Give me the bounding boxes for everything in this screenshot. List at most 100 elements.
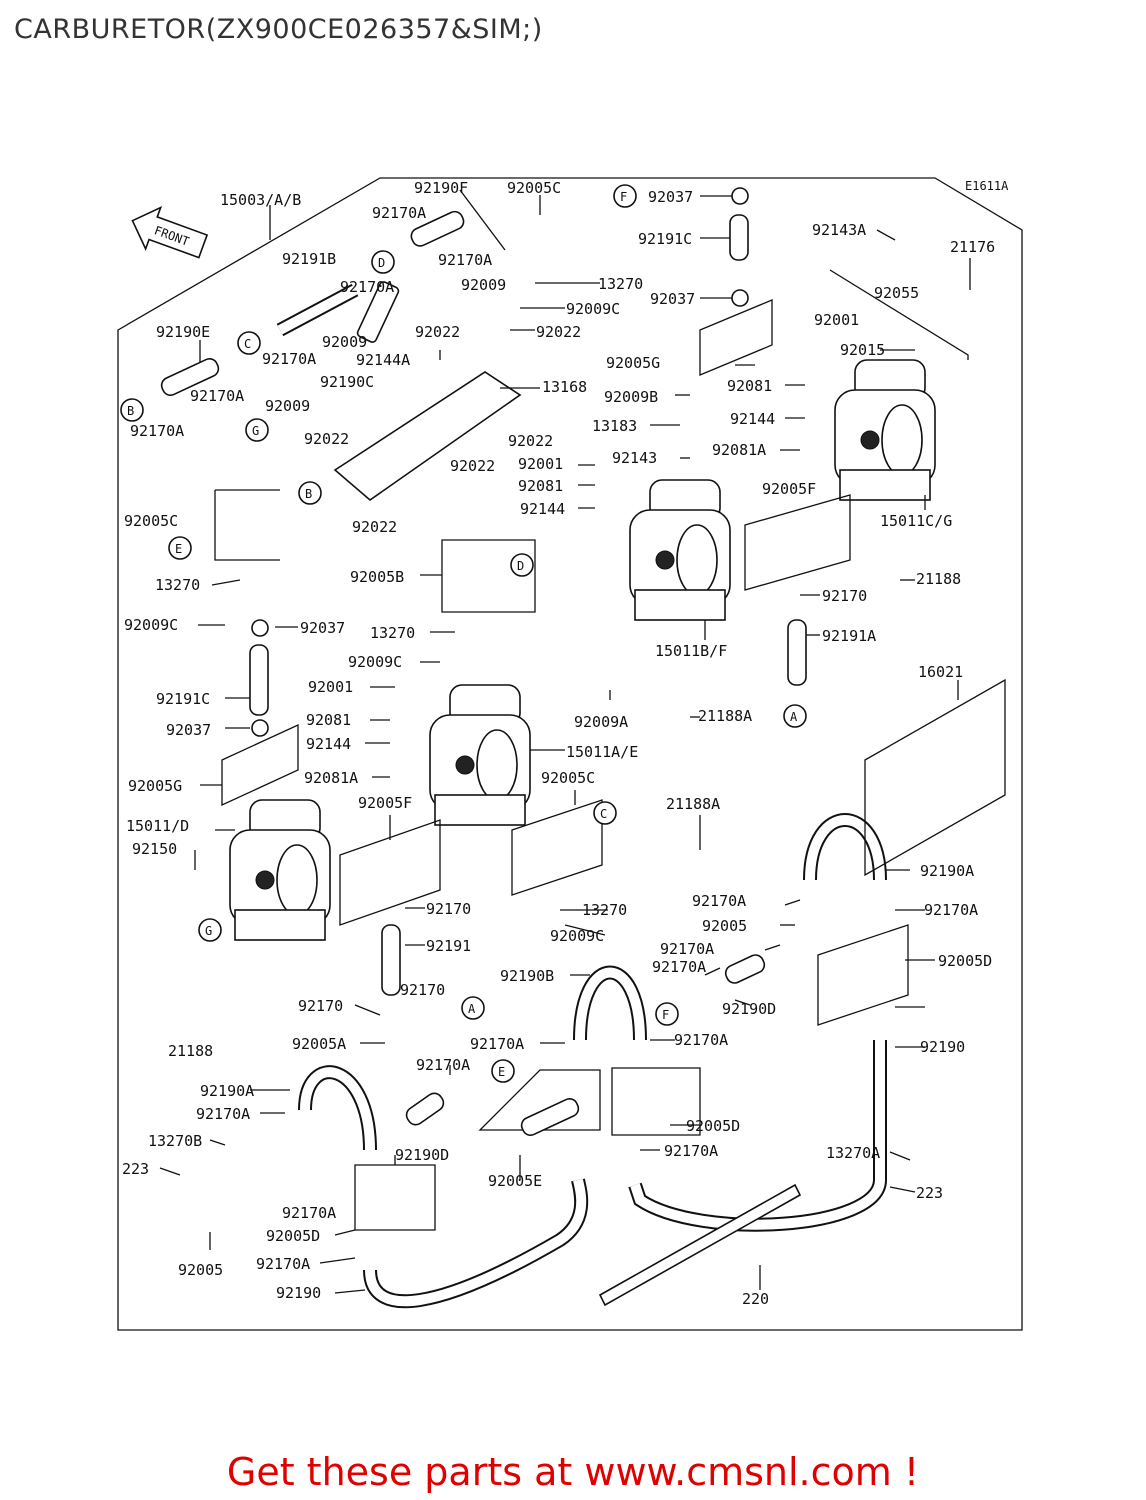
marker-letter: A (790, 710, 798, 724)
label: 13270 (598, 275, 643, 293)
label: 223 (122, 1160, 149, 1178)
label: 92191 (426, 937, 471, 955)
label: 92001 (308, 678, 353, 696)
bracket-plate (333, 371, 522, 502)
label: 92144A (356, 351, 410, 369)
label: 92005D (266, 1227, 320, 1245)
footer-link[interactable]: Get these parts at www.cmsnl.com ! (226, 1450, 920, 1494)
label: 92144 (520, 500, 565, 518)
page-title: CARBURETOR(ZX900CE026357&SIM;) (14, 14, 543, 45)
label: 92170 (298, 997, 343, 1015)
marker-letter: C (244, 337, 251, 351)
hose-92190-right-inner (630, 1040, 885, 1230)
label: 92009 (322, 333, 367, 351)
marker-letter: D (517, 559, 524, 573)
label: 92009C (566, 300, 620, 318)
label: 92005B (350, 568, 404, 586)
label: 92170A (372, 204, 426, 222)
label: 92191A (822, 627, 876, 645)
hose-92190-bottom-inner (365, 1178, 587, 1307)
label: 92005F (358, 794, 412, 812)
label: 15011/D (126, 817, 189, 835)
label: 92170A (692, 892, 746, 910)
label: 92170A (438, 251, 492, 269)
label: 92022 (450, 457, 495, 475)
label: 92037 (166, 721, 211, 739)
label: 92022 (536, 323, 581, 341)
label: 92190D (395, 1146, 449, 1164)
label: 21188A (698, 707, 752, 725)
label: 13270 (582, 901, 627, 919)
label: 13270 (370, 624, 415, 642)
rail-220 (598, 1183, 802, 1307)
label: 92170A (262, 350, 316, 368)
label: 92190C (320, 373, 374, 391)
label: 92170A (674, 1031, 728, 1049)
marker-letter: C (600, 807, 607, 821)
label: 92081A (304, 769, 358, 787)
label: 92190A (200, 1082, 254, 1100)
label: 92009 (265, 397, 310, 415)
diagram-frame (117, 177, 1023, 1331)
label: 92009B (604, 388, 658, 406)
part-labels: 15003/A/B 92190F 92005C 92037 92170A 921… (122, 179, 995, 1308)
marker-letter: E (175, 542, 182, 556)
label: 92005C (507, 179, 561, 197)
label: 92190D (722, 1000, 776, 1018)
label: 92005 (702, 917, 747, 935)
label: 13168 (542, 378, 587, 396)
label: 92191C (156, 690, 210, 708)
marker-letter: F (620, 190, 627, 204)
label: 92081A (712, 441, 766, 459)
diagram-code: E1611A (965, 179, 1009, 193)
label: 92005G (128, 777, 182, 795)
label: 92170A (256, 1255, 310, 1273)
label: 92005E (488, 1172, 542, 1190)
label: 92081 (727, 377, 772, 395)
label: 92055 (874, 284, 919, 302)
label: 92170A (652, 958, 706, 976)
marker-letter: F (662, 1008, 669, 1022)
label: 13270A (826, 1144, 880, 1162)
label: 92170A (470, 1035, 524, 1053)
label: 92190 (276, 1284, 321, 1302)
small-parts (160, 187, 807, 1137)
label: 15003/A/B (220, 191, 301, 209)
label: 92005F (762, 480, 816, 498)
reference-markers (120, 184, 807, 1083)
label: 92170A (664, 1142, 718, 1160)
label: 92005C (124, 512, 178, 530)
label: 92037 (648, 188, 693, 206)
label: 92170A (282, 1204, 336, 1222)
label: 92022 (304, 430, 349, 448)
label: 92170A (340, 278, 394, 296)
carburetor-1 (229, 799, 331, 941)
label: 92022 (508, 432, 553, 450)
label: 92005G (606, 354, 660, 372)
label: 92170 (426, 900, 471, 918)
label: 92009C (550, 927, 604, 945)
label: 92190B (500, 967, 554, 985)
label: 92170A (660, 940, 714, 958)
label: 21188A (666, 795, 720, 813)
label: 13183 (592, 417, 637, 435)
label: 92144 (730, 410, 775, 428)
label: 92005D (938, 952, 992, 970)
label: 92170 (400, 981, 445, 999)
marker-letter: G (252, 424, 259, 438)
label: 92170A (130, 422, 184, 440)
label: 92001 (814, 311, 859, 329)
label: 21188 (916, 570, 961, 588)
label: 92170A (196, 1105, 250, 1123)
label: 92191B (282, 250, 336, 268)
label: 223 (916, 1184, 943, 1202)
label: 92191C (638, 230, 692, 248)
leader-lines (159, 189, 971, 1294)
label: 92190F (414, 179, 468, 197)
label: 16021 (918, 663, 963, 681)
label: 13270 (155, 576, 200, 594)
label: 92144 (306, 735, 351, 753)
label: 92150 (132, 840, 177, 858)
label: 92170A (416, 1056, 470, 1074)
hose-92190A-right-inner (805, 815, 885, 881)
